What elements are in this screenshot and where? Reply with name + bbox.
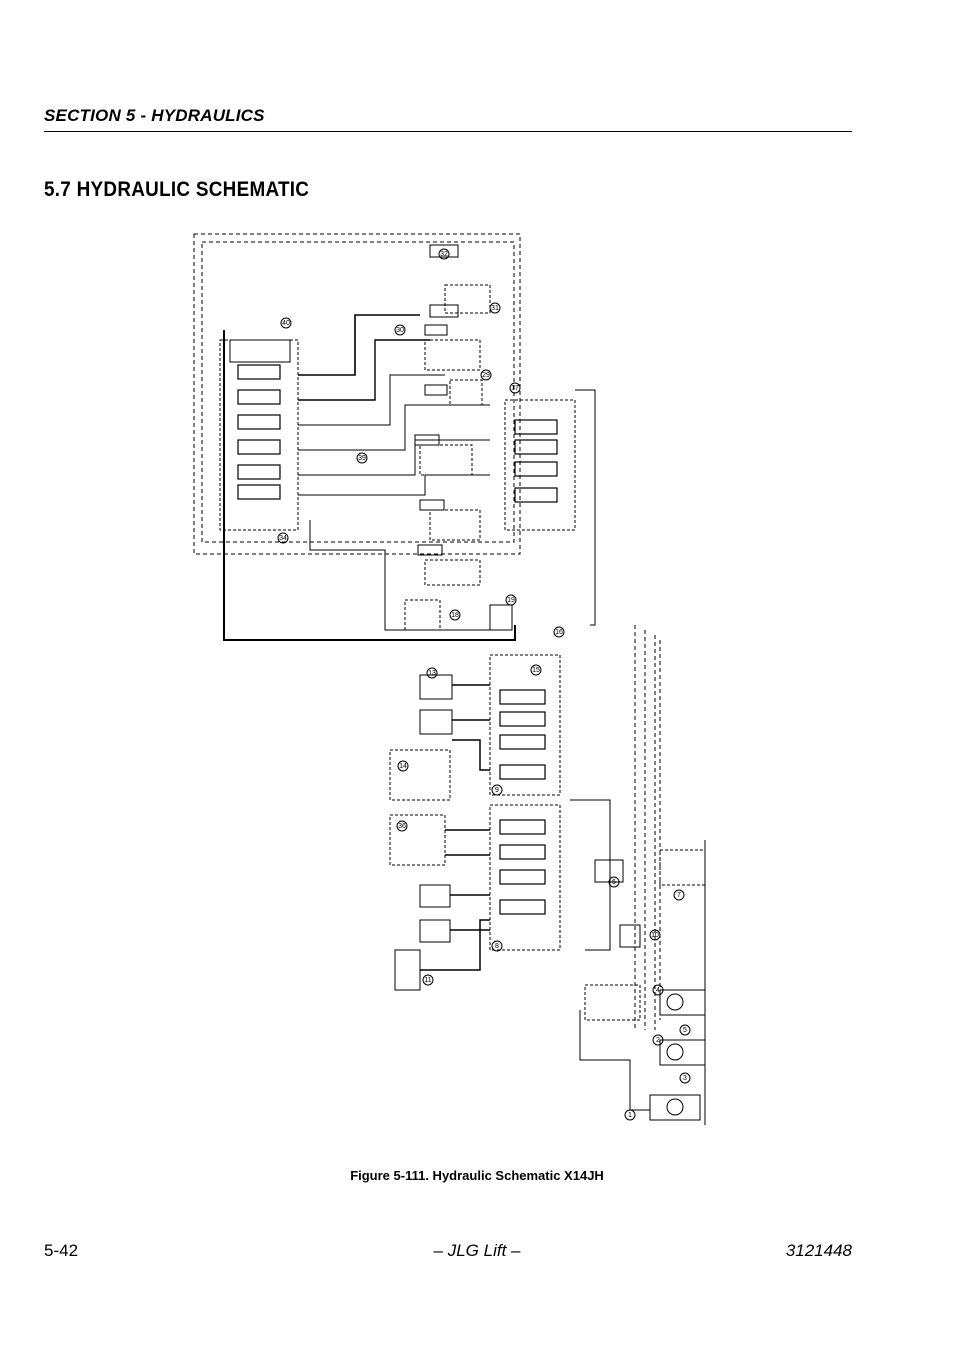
footer-publisher: – JLG Lift – [433, 1241, 521, 1260]
hydraulic-schematic-diagram: 40 32 31 30 29 17 39 34 19 18 16 15 13 1… [193, 233, 706, 1125]
figure-caption: Figure 5-111. Hydraulic Schematic X14JH [350, 1168, 604, 1183]
callout-4: 4 [656, 987, 660, 994]
callout-8: 8 [495, 943, 499, 950]
callout-13: 13 [428, 670, 436, 677]
callout-11: 11 [424, 977, 431, 984]
callout-17: 17 [511, 385, 519, 392]
callout-31: 31 [491, 305, 499, 312]
footer-document-number: 3121448 [785, 1241, 852, 1260]
callout-19: 19 [507, 597, 515, 604]
callout-10: 10 [651, 932, 659, 939]
callout-40: 40 [282, 320, 290, 327]
callout-32: 32 [440, 251, 448, 258]
callout-15: 15 [532, 667, 540, 674]
callout-3: 3 [683, 1075, 687, 1082]
callout-1: 1 [628, 1112, 632, 1119]
callout-5: 5 [683, 1027, 687, 1034]
callout-14: 14 [399, 763, 407, 770]
callout-16: 16 [555, 629, 563, 636]
callout-2: 2 [656, 1037, 660, 1044]
callout-29: 29 [482, 372, 490, 379]
callout-7: 7 [677, 892, 681, 899]
header-rule [44, 131, 852, 132]
callout-9: 9 [495, 787, 499, 794]
callout-30: 30 [396, 327, 404, 334]
callout-18: 18 [451, 612, 459, 619]
section-header: SECTION 5 - HYDRAULICS [44, 106, 265, 125]
callout-39: 39 [358, 455, 366, 462]
footer-page-number: 5-42 [44, 1241, 79, 1260]
callout-34: 34 [279, 535, 287, 542]
callout-6: 6 [612, 879, 616, 886]
callout-36: 36 [398, 823, 406, 830]
page-title: 5.7 HYDRAULIC SCHEMATIC [44, 178, 310, 201]
